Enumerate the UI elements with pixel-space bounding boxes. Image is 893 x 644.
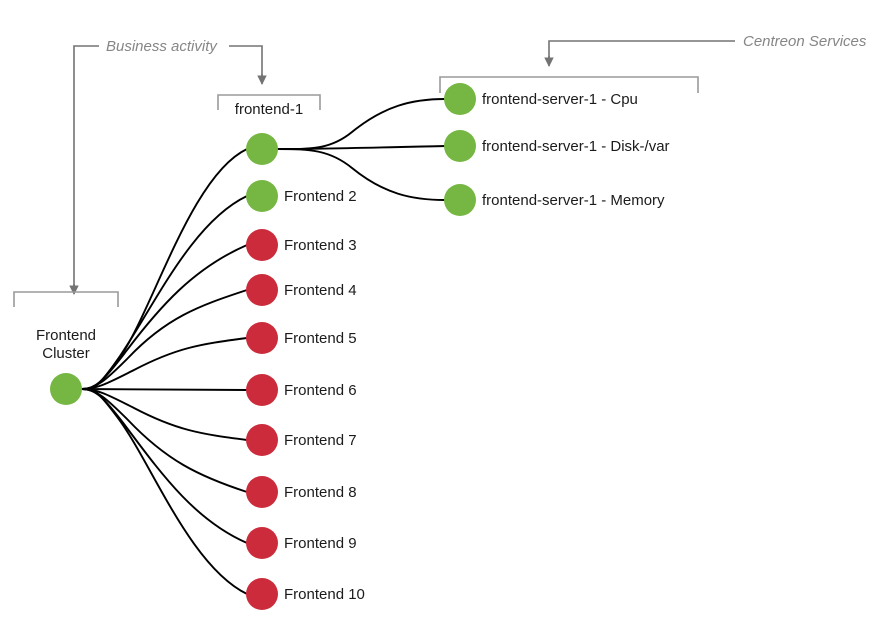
- node-label-frontend-5: Frontend 5: [284, 330, 357, 347]
- node-label-frontend-9: Frontend 9: [284, 535, 357, 552]
- node-svc-memory[interactable]: [444, 184, 476, 216]
- cluster-label: Frontend Cluster: [36, 327, 96, 362]
- node-label-svc-cpu: frontend-server-1 - Cpu: [482, 91, 638, 108]
- edge-cluster-frontend-10: [81, 388, 248, 595]
- node-label-svc-memory: frontend-server-1 - Memory: [482, 192, 665, 209]
- edge-frontend-1-svc-disk-var: [277, 145, 446, 150]
- bracket-frontend-1: [217, 94, 321, 110]
- node-frontend-1[interactable]: [246, 133, 278, 165]
- edge-cluster-frontend-6: [81, 388, 248, 391]
- edge-cluster-frontend-9: [81, 388, 248, 544]
- annotation-business-activity: Business activity: [69, 38, 267, 295]
- node-label-frontend-7: Frontend 7: [284, 432, 357, 449]
- node-label-frontend-4: Frontend 4: [284, 282, 357, 299]
- node-frontend-4[interactable]: [246, 274, 278, 306]
- centreon-services-label: Centreon Services: [743, 33, 867, 50]
- edge-cluster-frontend-4: [81, 289, 248, 390]
- node-frontend-3[interactable]: [246, 229, 278, 261]
- business-activity-left-stub: [73, 45, 99, 292]
- group-label-frontend-1: frontend-1: [235, 101, 303, 118]
- edge-cluster-frontend-5: [81, 337, 248, 390]
- node-label-frontend-2: Frontend 2: [284, 188, 357, 205]
- edges-cluster-to-hosts: [81, 148, 248, 595]
- node-frontend-7[interactable]: [246, 424, 278, 456]
- node-frontend-9[interactable]: [246, 527, 278, 559]
- node-label-frontend-3: Frontend 3: [284, 237, 357, 254]
- edge-frontend-1-svc-memory: [277, 148, 446, 201]
- annotation-centreon-services: Centreon Services: [544, 33, 867, 67]
- node-svc-cpu[interactable]: [444, 83, 476, 115]
- business-activity-label: Business activity: [106, 38, 218, 55]
- node-frontend-5[interactable]: [246, 322, 278, 354]
- centreon-services-stub: [548, 40, 735, 62]
- node-label-frontend-10: Frontend 10: [284, 586, 365, 603]
- node-frontend-8[interactable]: [246, 476, 278, 508]
- cluster-label-line-2: Cluster: [42, 345, 90, 362]
- business-activity-right-stub: [229, 45, 263, 80]
- edge-cluster-frontend-7: [81, 388, 248, 441]
- node-frontend-2[interactable]: [246, 180, 278, 212]
- host-node-labels: Frontend 2 Frontend 3 Frontend 4 Fronten…: [284, 188, 365, 603]
- edges-frontend1-to-services: [277, 98, 446, 201]
- cluster-label-line-1: Frontend: [36, 327, 96, 344]
- node-label-frontend-6: Frontend 6: [284, 382, 357, 399]
- node-frontend-6[interactable]: [246, 374, 278, 406]
- service-nodes: [444, 83, 476, 216]
- host-nodes: [246, 133, 278, 610]
- node-label-svc-disk-var: frontend-server-1 - Disk-/var: [482, 138, 670, 155]
- edge-cluster-frontend-1: [81, 148, 248, 390]
- node-svc-disk-var[interactable]: [444, 130, 476, 162]
- node-frontend-cluster[interactable]: [50, 373, 82, 405]
- node-frontend-10[interactable]: [246, 578, 278, 610]
- bracket-frontend-cluster: [13, 291, 119, 307]
- node-label-frontend-8: Frontend 8: [284, 484, 357, 501]
- service-node-labels: frontend-server-1 - Cpu frontend-server-…: [482, 91, 670, 209]
- bracket-centreon-services: [439, 76, 699, 93]
